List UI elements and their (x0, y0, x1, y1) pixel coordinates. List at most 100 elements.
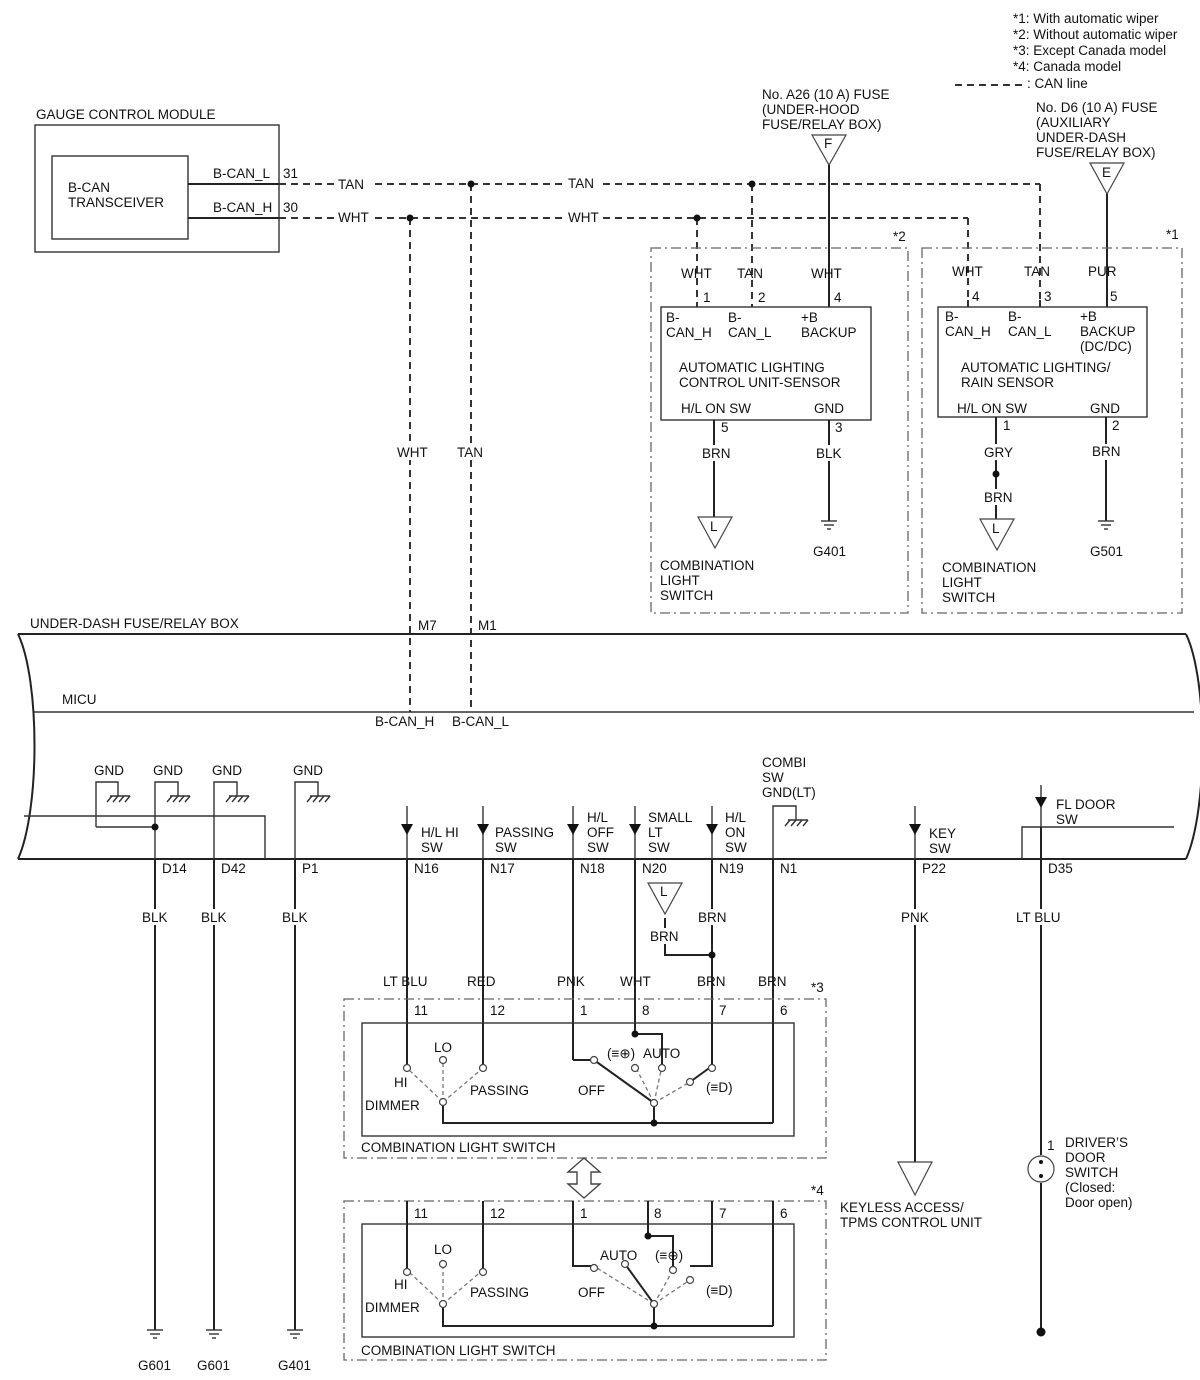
legend-note-4: *4: Canada model (1013, 59, 1121, 74)
micu-can-l: B-CAN_L (452, 714, 510, 729)
door-switch-line-5: Door open) (1065, 1195, 1133, 1210)
fuse-a26-connector-icon (810, 134, 848, 167)
door-switch-line-3: SWITCH (1065, 1165, 1118, 1180)
micu-hl-off-1: H/L (587, 810, 609, 825)
ground-icon (1098, 520, 1114, 530)
micu-combi-1: COMBI (762, 755, 806, 770)
micu-pin-n20: N20 (642, 861, 667, 876)
unit2-box (660, 306, 872, 421)
switch3-pin-12: 12 (490, 1003, 505, 1018)
micu-pin-n1: N1 (780, 861, 797, 876)
unit-rain-sensor: *1 WHT TAN PUR 4 3 5 B- CAN_H B- CAN_L +… (921, 227, 1183, 614)
switch4-passing: PASSING (470, 1285, 529, 1300)
ground-icon (821, 520, 837, 530)
unit2-pin-2: 2 (758, 290, 766, 305)
door-switch-icon (1027, 1155, 1055, 1183)
switch3-pin-1: 1 (580, 1003, 588, 1018)
micu-hl-hi-2: SW (421, 840, 443, 855)
fuse-d6-connector-icon (1088, 162, 1126, 196)
micu-pin-n17: N17 (490, 861, 515, 876)
switch4-dimmer: DIMMER (365, 1300, 420, 1315)
switch4-pos-icon: (≡⊕) (655, 1248, 683, 1263)
micu-hl-off-3: SW (587, 840, 609, 855)
micu-passing-1: PASSING (495, 825, 554, 840)
unit1-variant-frame (921, 247, 1183, 614)
micu-gnd-3: GND (212, 763, 242, 778)
switch3-off: OFF (578, 1083, 605, 1098)
wire-blk-2: BLK (201, 910, 227, 925)
unit2-dest-1: COMBINATION (660, 558, 754, 573)
wire-tan-1: TAN (338, 177, 364, 192)
unit1-term-3b: CAN_L (1008, 324, 1052, 339)
unit2-variant-frame (650, 247, 909, 614)
micu-pin-d14: D14 (162, 861, 187, 876)
unit2-connector-icon (696, 516, 734, 550)
gauge-title: GAUGE CONTROL MODULE (36, 107, 216, 122)
unit1-wire-brn-gnd: BRN (1092, 444, 1121, 459)
unit1-hl-on-sw: H/L ON SW (957, 401, 1027, 416)
wire-brn-n19: BRN (698, 910, 727, 925)
unit1-gnd: GND (1090, 401, 1120, 416)
unit1-term-3a: B- (1008, 309, 1022, 324)
arrow-down-icon (567, 824, 579, 835)
unit1-pin-4: 4 (972, 289, 980, 304)
unit2-pin-3: 3 (835, 420, 843, 435)
wire-wht-1: WHT (338, 210, 369, 225)
micu-fl-door-2: SW (1056, 812, 1078, 827)
fuse-a26-line-3: FUSE/RELAY BOX) (762, 117, 882, 132)
unit1-pin-3: 3 (1044, 289, 1052, 304)
unit1-term-5c: (DC/DC) (1080, 339, 1132, 354)
combination-light-switch-canada: *4 11 12 1 8 7 6 HI LO DIMMER (343, 1183, 827, 1361)
arrow-down-icon (706, 824, 718, 835)
micu-combi-3: GND(LT) (762, 785, 816, 800)
ground-icon (784, 819, 809, 827)
switch4-variant-frame (343, 1200, 827, 1361)
fuse-d6: No. D6 (10 A) FUSE (AUXILIARY UNDER-DASH… (1036, 100, 1158, 307)
unit1-term-5a: +B (1080, 309, 1097, 324)
keyless-line-2: TPMS CONTROL UNIT (840, 1215, 982, 1230)
keyless-line-1: KEYLESS ACCESS/ (840, 1200, 964, 1215)
unit1-name-1: AUTOMATIC LIGHTING/ (961, 360, 1111, 375)
arrow-down-icon (477, 824, 489, 835)
transceiver-box (51, 155, 189, 240)
ground-icon (306, 795, 331, 803)
ground-icon (225, 795, 250, 803)
wire-brn-6: BRN (758, 974, 787, 989)
switch4-lo: LO (434, 1242, 452, 1257)
micu-key-1: KEY (929, 826, 956, 841)
switch4-pin-6: 6 (780, 1206, 788, 1221)
ground-g601-b: G601 (197, 1358, 230, 1373)
box-pin-m7: M7 (418, 618, 437, 633)
switch3-pin-11: 11 (414, 1003, 428, 1018)
unit2-pin-5: 5 (721, 420, 729, 435)
ground-g401: G401 (278, 1358, 311, 1373)
unit1-name-2: RAIN SENSOR (961, 375, 1054, 390)
micu-passing-2: SW (495, 840, 517, 855)
switch4-pin-12: 12 (490, 1206, 505, 1221)
wire-blk-3: BLK (282, 910, 308, 925)
fuse-a26: No. A26 (10 A) FUSE (UNDER-HOOD FUSE/REL… (762, 87, 890, 307)
switch4-auto: AUTO (600, 1248, 637, 1263)
micu-hl-hi-1: H/L HI (421, 825, 459, 840)
gauge-pin-l-label: B-CAN_L (213, 166, 271, 181)
gauge-pin-h-label: B-CAN_H (213, 200, 272, 215)
unit2-pin-1: 1 (703, 290, 711, 305)
switch3-auto: AUTO (643, 1046, 680, 1061)
switch4-hd-icon: (≡D) (706, 1283, 733, 1298)
unit1-pin-5: 5 (1110, 289, 1118, 304)
ground-icon (287, 1329, 303, 1339)
transceiver-line-1: B-CAN (68, 180, 110, 195)
unit2-hl-on-sw: H/L ON SW (681, 401, 751, 416)
wire-pnk-key: PNK (901, 910, 929, 925)
box-title: UNDER-DASH FUSE/RELAY BOX (30, 616, 239, 631)
can-bus-lines: TAN TAN WHT WHT WHT TAN (279, 176, 1041, 712)
unit2-ground: G401 (813, 544, 846, 559)
arrow-down-icon (401, 824, 413, 835)
switch4-pin-7: 7 (719, 1206, 727, 1221)
micu-hl-off-2: OFF (587, 825, 614, 840)
unit1-wire-brn: BRN (984, 490, 1013, 505)
unit2-dest-2: LIGHT (660, 573, 700, 588)
gauge-pin-31: 31 (283, 166, 298, 181)
unit2-term-1a: B- (666, 310, 680, 325)
